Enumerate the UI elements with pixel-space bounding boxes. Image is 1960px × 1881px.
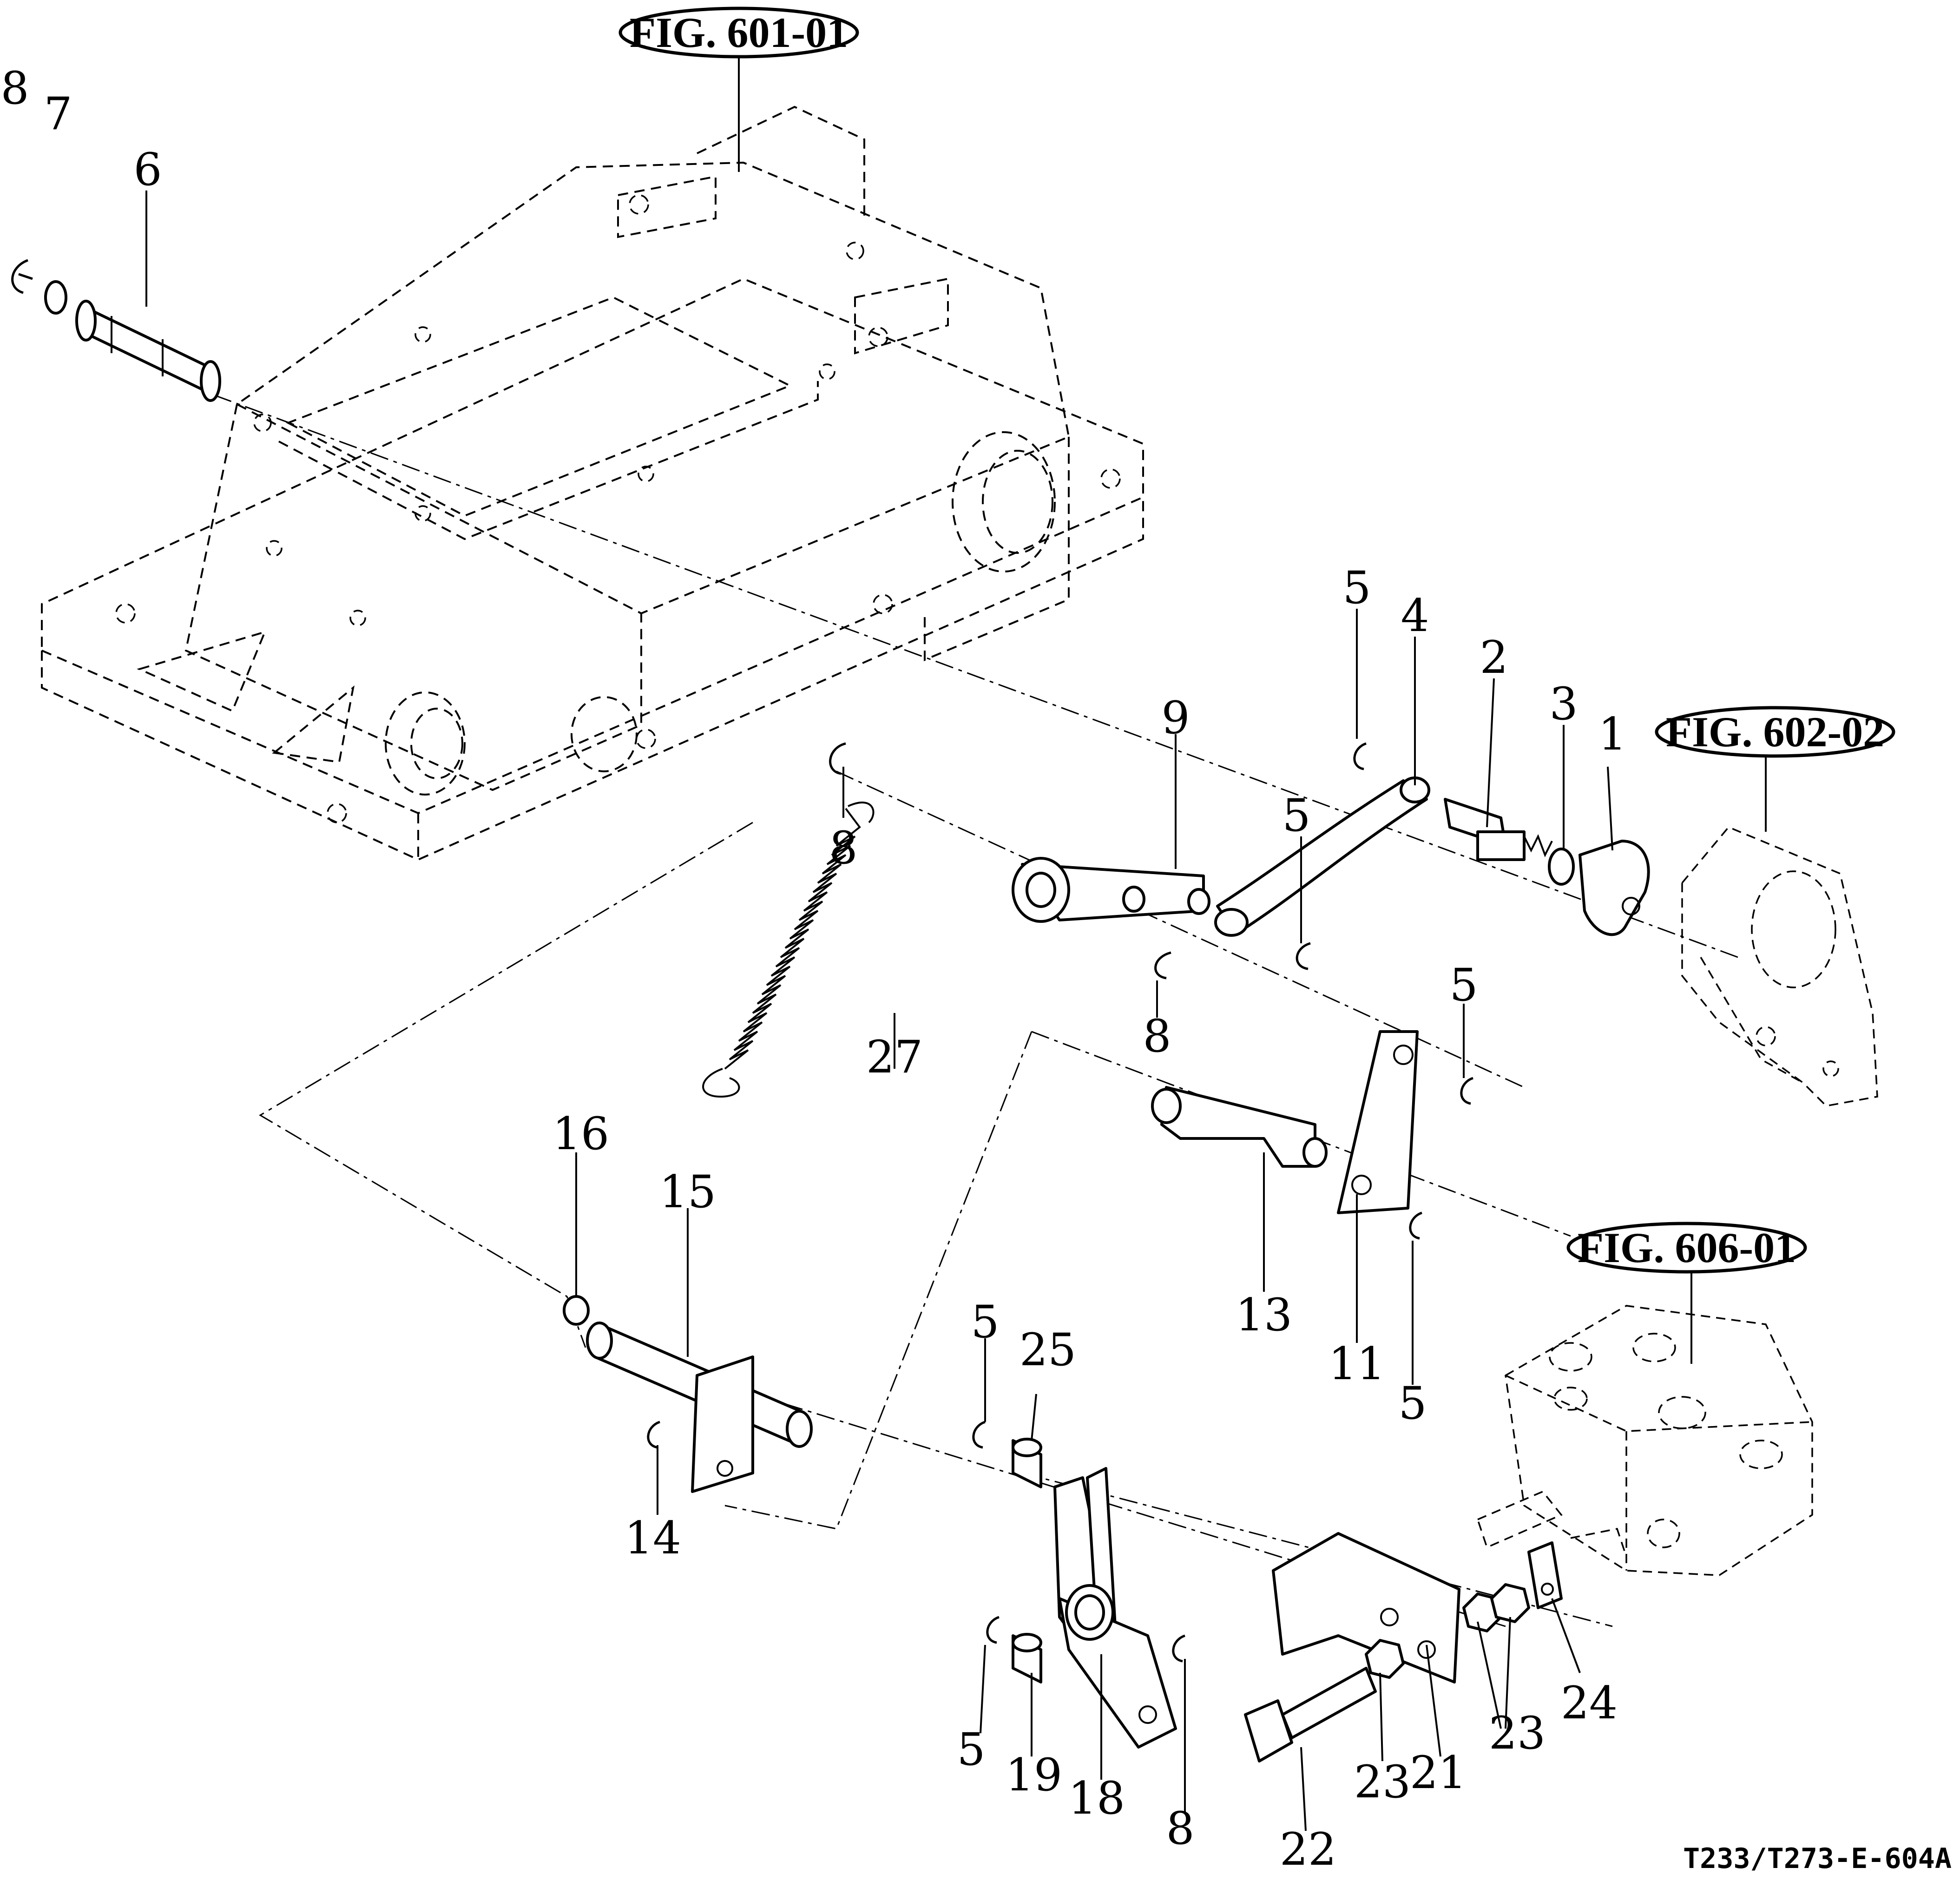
part-7-washer bbox=[44, 280, 67, 315]
callout-7: 7 bbox=[44, 88, 72, 140]
callout-15: 15 bbox=[659, 1166, 716, 1218]
part-11-plate bbox=[1337, 1030, 1419, 1214]
part-19-collar bbox=[1012, 1633, 1042, 1684]
callout-18: 18 bbox=[1068, 1772, 1125, 1824]
callout-11: 11 bbox=[1329, 1338, 1385, 1390]
callout-5b: 5 bbox=[1282, 789, 1310, 842]
part-13-link bbox=[1151, 1086, 1328, 1168]
part-4-link bbox=[1214, 776, 1430, 937]
callouts: 8 7 6 5 4 2 3 1 9 5 8 27 8 5 13 11 5 16 … bbox=[0, 62, 1626, 1875]
callout-22: 22 bbox=[1280, 1823, 1336, 1875]
callout-13: 13 bbox=[1236, 1289, 1292, 1341]
part-1-plate bbox=[1579, 840, 1650, 936]
part-21-bracket bbox=[1272, 1532, 1460, 1684]
leader-lines bbox=[145, 191, 1613, 1831]
part-2-stud bbox=[1444, 798, 1553, 861]
callout-23a: 23 bbox=[1354, 1756, 1411, 1808]
reference-fig-601: FIG. 601-01 bbox=[618, 7, 859, 172]
reference-fig-602: FIG. 602-02 bbox=[1655, 706, 1895, 832]
fig-606-label: FIG. 606-01 bbox=[1578, 1224, 1796, 1271]
callout-14: 14 bbox=[625, 1512, 681, 1564]
callout-5e: 5 bbox=[971, 1296, 999, 1348]
part-18-fork-lever bbox=[1053, 1467, 1177, 1749]
callout-5d: 5 bbox=[1398, 1377, 1427, 1429]
callout-21: 21 bbox=[1410, 1747, 1467, 1799]
callout-27: 27 bbox=[866, 1031, 923, 1083]
part-3-washer bbox=[1548, 848, 1575, 886]
callout-2: 2 bbox=[1480, 631, 1508, 684]
callout-5c: 5 bbox=[1449, 959, 1478, 1011]
part-25-collar bbox=[1012, 1438, 1042, 1488]
part-22-bolt bbox=[1244, 1667, 1377, 1763]
callout-5a: 5 bbox=[1342, 562, 1371, 614]
part-8-clip-top bbox=[11, 259, 33, 294]
fig-602-label: FIG. 602-02 bbox=[1666, 708, 1884, 756]
callout-19: 19 bbox=[1006, 1749, 1062, 1801]
callout-9: 9 bbox=[1161, 692, 1190, 744]
callout-25: 25 bbox=[1019, 1324, 1076, 1376]
part-16-washer bbox=[563, 1295, 590, 1326]
callout-8c: 8 bbox=[1143, 1010, 1171, 1062]
callout-16: 16 bbox=[552, 1108, 609, 1160]
callout-5f: 5 bbox=[957, 1723, 985, 1776]
clip-parts bbox=[647, 742, 1473, 1663]
part-23-nuts bbox=[1365, 1583, 1530, 1679]
reference-fig-606: FIG. 606-01 bbox=[1566, 1222, 1807, 1364]
callout-8d: 8 bbox=[1166, 1802, 1194, 1855]
callout-24: 24 bbox=[1561, 1677, 1618, 1729]
bracket-phantom bbox=[1681, 826, 1878, 1107]
part-27-spring bbox=[702, 802, 875, 1098]
part-15-arm-shaft bbox=[586, 1322, 813, 1493]
part-24-tab bbox=[1527, 1541, 1563, 1609]
part-6-pivot-shaft bbox=[75, 300, 221, 402]
callout-8a: 8 bbox=[0, 62, 29, 114]
callout-6: 6 bbox=[133, 144, 162, 196]
part-9-lever bbox=[1012, 857, 1210, 923]
callout-8b: 8 bbox=[829, 822, 857, 874]
callout-4: 4 bbox=[1401, 590, 1429, 642]
callout-23b: 23 bbox=[1489, 1707, 1546, 1759]
valve-phantom bbox=[1476, 1305, 1813, 1576]
fig-601-label: FIG. 601-01 bbox=[630, 9, 848, 56]
housing-phantom bbox=[41, 105, 1144, 861]
callout-3: 3 bbox=[1549, 678, 1578, 730]
assembly-centerlines bbox=[213, 394, 1738, 1627]
callout-1: 1 bbox=[1598, 708, 1626, 760]
figure-code: T233/T273-E-604A bbox=[1683, 1842, 1952, 1875]
